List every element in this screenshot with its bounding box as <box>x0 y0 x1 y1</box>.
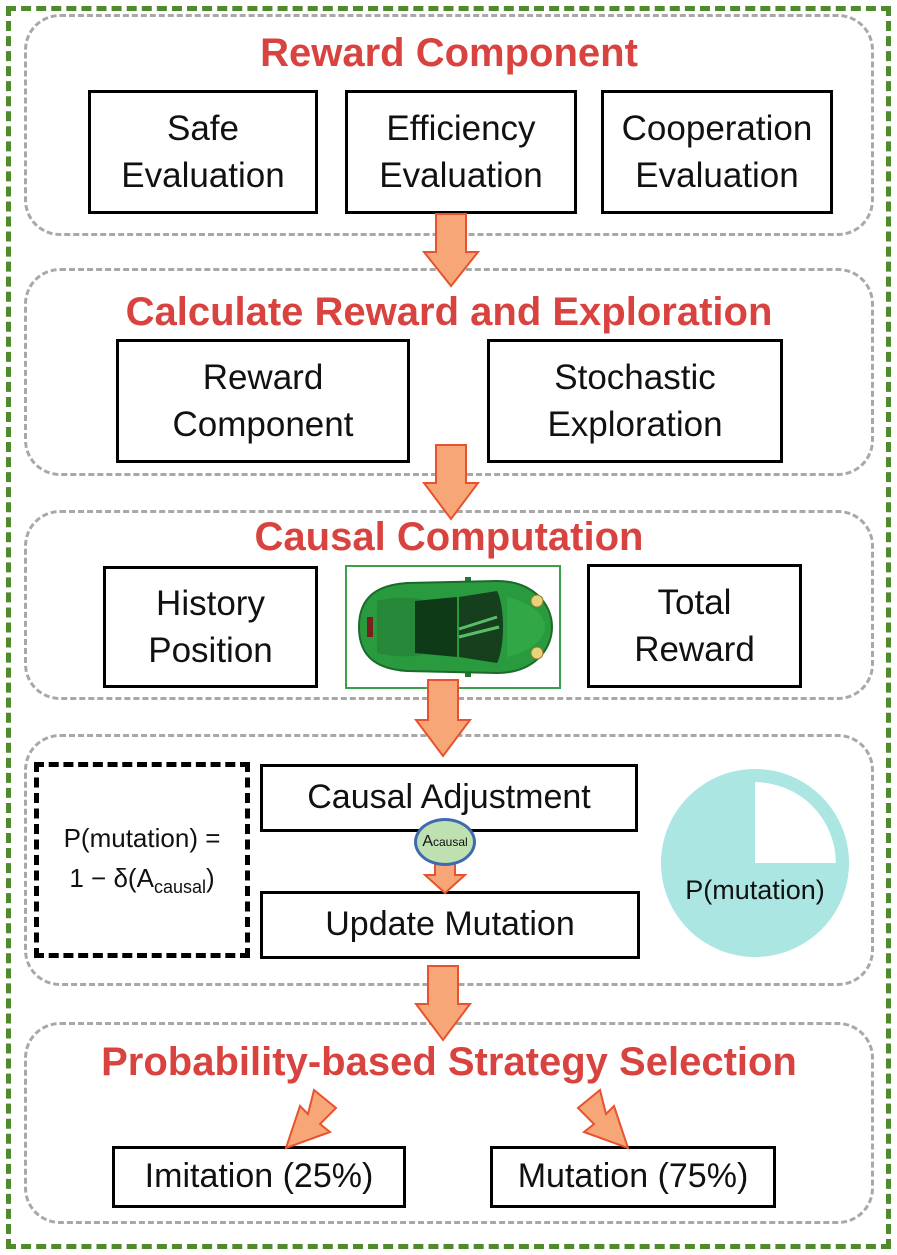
causal-adjustment-label: Causal Adjustment <box>307 778 591 817</box>
calculate-reward-title: Calculate Reward and Exploration <box>125 290 773 334</box>
box-line: Reward <box>202 357 324 397</box>
car-image <box>345 565 561 689</box>
a-causal-sub: causal <box>432 835 468 849</box>
formula-subscript: causal <box>153 877 206 898</box>
formula-suffix: ) <box>205 863 215 894</box>
box-line: Cooperation <box>621 108 813 148</box>
update-mutation-label: Update Mutation <box>325 905 575 944</box>
mutation-box: Mutation (75%) <box>490 1146 776 1208</box>
mutation-formula-box: P(mutation) = 1 − δ(Acausal) <box>34 762 250 958</box>
mutation-pie-chart <box>661 769 849 957</box>
box-line: Position <box>148 631 273 670</box>
box-line: Total <box>657 582 732 622</box>
strategy-selection-title: Probability-based Strategy Selection <box>101 1040 797 1084</box>
formula-line-2: 1 − δ(Acausal) <box>69 858 214 902</box>
box-line: History <box>156 583 265 623</box>
imitation-box: Imitation (25%) <box>112 1146 406 1208</box>
mutation-label: Mutation (75%) <box>517 1157 749 1196</box>
box-line: Exploration <box>547 405 723 444</box>
down-arrow-3 <box>414 679 472 758</box>
box-line: Reward <box>634 630 755 669</box>
reward-component-title: Reward Component <box>260 31 638 75</box>
down-arrow-1 <box>421 213 481 288</box>
pie-imitation-slice <box>755 782 836 863</box>
box-line: Stochastic <box>554 357 716 397</box>
box-line: Evaluation <box>379 156 543 195</box>
mutation-arrow <box>576 1088 630 1150</box>
down-arrow-2 <box>422 444 480 521</box>
imitation-label: Imitation (25%) <box>144 1157 374 1196</box>
formula-line-1: P(mutation) = <box>63 822 221 853</box>
box-line: Evaluation <box>635 156 799 195</box>
car-icon <box>357 577 554 677</box>
down-arrow-4 <box>414 965 472 1042</box>
pie-label: P(mutation) <box>685 875 825 905</box>
box-line: Safe <box>166 108 239 148</box>
a-causal-main: A <box>422 833 433 850</box>
imitation-arrow <box>284 1088 338 1150</box>
outer-frame <box>6 6 891 1249</box>
causal-computation-title: Causal Computation <box>254 515 644 559</box>
box-line: Component <box>172 405 354 444</box>
box-line: Evaluation <box>121 156 285 195</box>
box-line: Efficiency <box>386 108 536 148</box>
update-mutation-box: Update Mutation <box>260 891 640 959</box>
formula-prefix: 1 − δ(A <box>69 863 154 894</box>
